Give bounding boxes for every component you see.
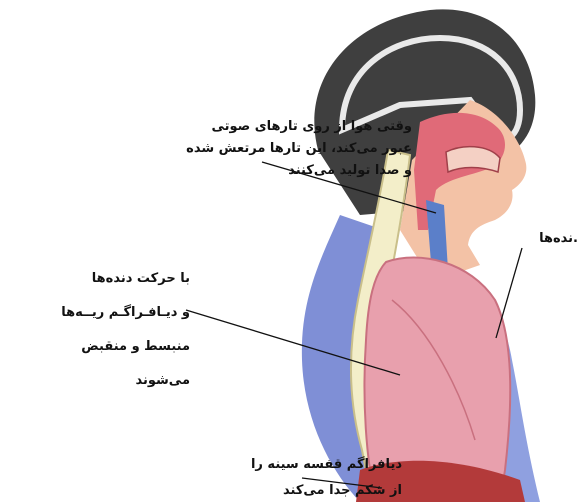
- vocal-cords-label-line-1: وقتی هوا از روی تارهای صوتی: [190, 116, 412, 138]
- diaphragm-label-line-2: از شکم جدا می‌کند: [246, 478, 402, 504]
- ribs-label: .نده‌ها: [520, 228, 578, 250]
- diaphragm-label-line-1: دیافراگم قفسه سینه را: [246, 452, 402, 478]
- lungs-label-line-2: و دیـافـراگـم ریــه‌ها: [42, 296, 190, 330]
- diaphragm-label: دیافراگم قفسه سینه را از شکم جدا می‌کند: [246, 452, 402, 504]
- lungs-label-line-3: منبسط و منقبض: [42, 330, 190, 364]
- ribs-label-text: .نده‌ها: [520, 228, 578, 250]
- vocal-cords-label-line-3: و صدا تولید می‌کنند: [190, 160, 412, 182]
- lungs-label-line-1: با حرکت دنده‌ها: [42, 262, 190, 296]
- leader-line-ribs: [496, 248, 522, 338]
- lungs-label-line-4: می‌شوند: [42, 364, 190, 398]
- lungs-label: با حرکت دنده‌ها و دیـافـراگـم ریــه‌ها م…: [42, 262, 190, 398]
- vocal-cords-label: وقتی هوا از روی تارهای صوتی عبور می‌کند،…: [190, 116, 412, 182]
- vocal-cords-label-line-2: عبور می‌کند، این تارها مرتعش شده: [190, 138, 412, 160]
